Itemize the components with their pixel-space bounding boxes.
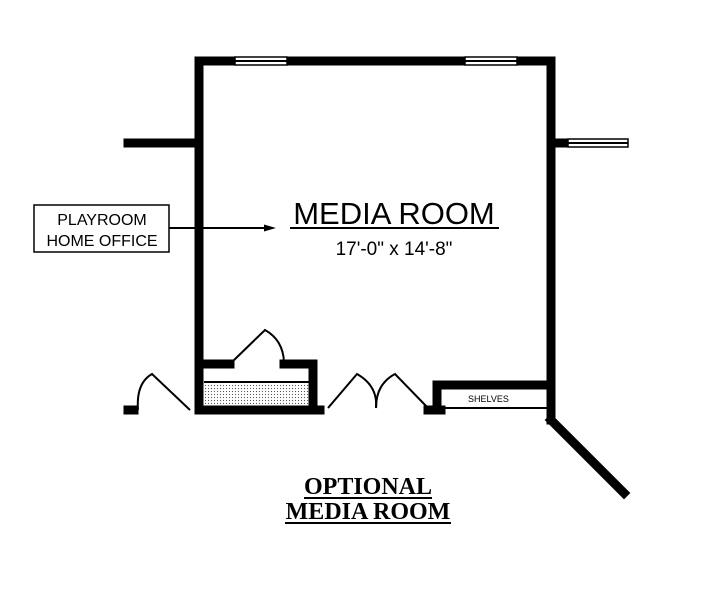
shelves: SHELVES — [432, 380, 554, 415]
window-top-right — [464, 56, 518, 66]
note-line-2: HOME OFFICE — [46, 233, 157, 250]
caption-line-1: OPTIONAL — [304, 474, 432, 500]
note-box: PLAYROOM HOME OFFICE — [33, 204, 170, 253]
closet — [194, 359, 325, 415]
room-dimensions: 17'-0" x 14'-8" — [336, 239, 453, 260]
shelves-label: SHELVES — [468, 394, 509, 404]
double-door — [327, 372, 446, 415]
left-wall — [123, 56, 204, 415]
caption-line-2: MEDIA ROOM — [286, 499, 451, 525]
note-line-1: PLAYROOM — [57, 212, 147, 229]
room-name: MEDIA ROOM — [293, 196, 495, 231]
window-right — [567, 138, 629, 148]
right-wall — [546, 56, 573, 397]
closet-door — [231, 328, 285, 363]
window-top-left — [234, 56, 288, 66]
angled-wall — [544, 387, 631, 500]
note-arrow — [169, 224, 276, 232]
door-left — [123, 372, 191, 415]
